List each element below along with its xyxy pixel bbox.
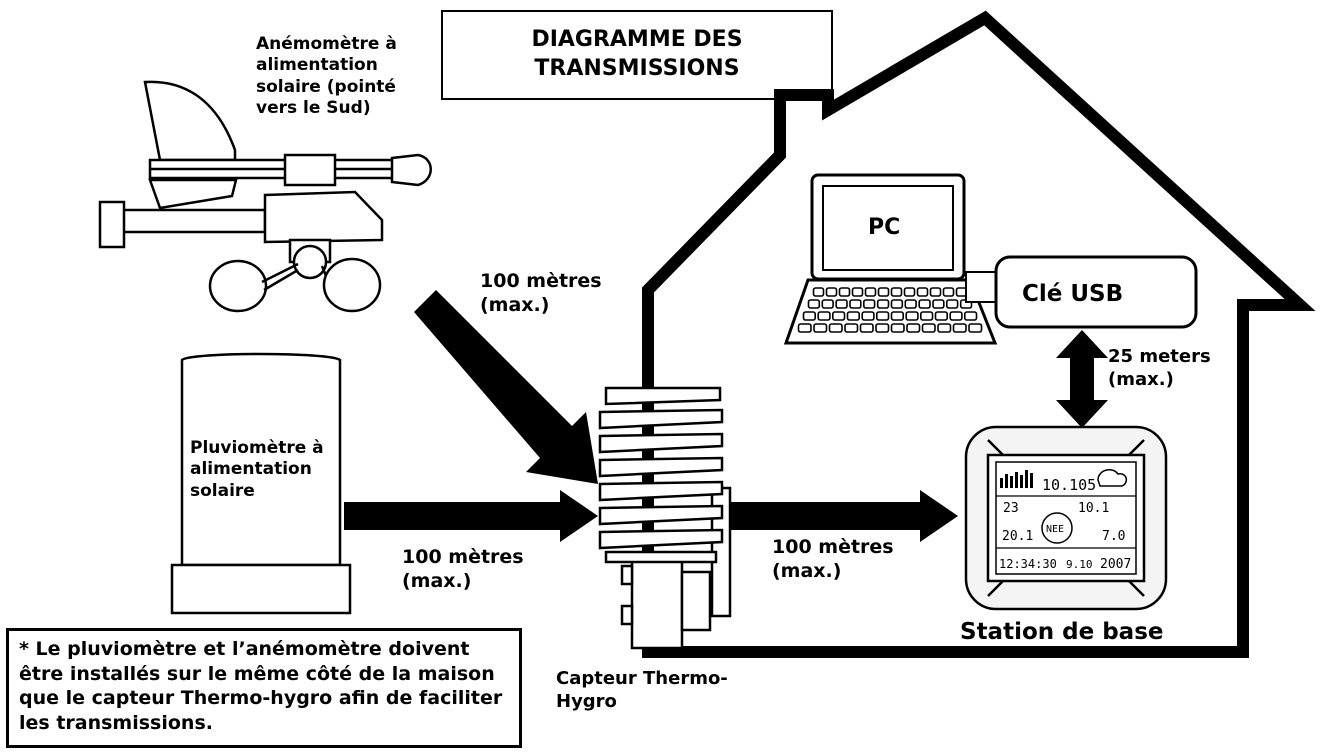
- keyboard-key: [919, 311, 934, 321]
- station-display-row2b: 10.1: [1078, 501, 1109, 516]
- keyboard-key: [812, 287, 825, 297]
- installation-note: * Le pluviomètre et l’anémomètre doivent…: [6, 628, 522, 748]
- keyboard-key: [864, 287, 877, 297]
- keyboard-key: [875, 311, 890, 321]
- station-display-year: 2007: [1100, 557, 1131, 572]
- keyboard-key: [934, 311, 948, 321]
- anemometer-label: Anémomètre à alimentation solaire (point…: [256, 34, 397, 118]
- station-display-clock: 12:34:30: [999, 557, 1057, 571]
- thermo-hygro-sensor-illustration: [598, 386, 732, 650]
- keyboard-key: [825, 287, 838, 297]
- rain-gauge-label: Pluviomètre à alimentation solaire: [190, 438, 324, 501]
- station-display-temp: 20.1: [1002, 529, 1033, 544]
- keyboard-key: [838, 287, 851, 297]
- diagram-title: DIAGRAMME DES TRANSMISSIONS: [531, 27, 743, 81]
- keyboard-key: [851, 287, 864, 297]
- arrow-sensor-to-base: [730, 490, 958, 542]
- keyboard-key: [862, 299, 876, 309]
- pc-label: PC: [868, 215, 901, 240]
- keyboard-key: [963, 311, 978, 321]
- keyboard-key: [949, 311, 963, 321]
- keyboard-key: [890, 299, 904, 309]
- keyboard-key: [831, 311, 846, 321]
- keyboard-key: [952, 323, 967, 333]
- keyboard-key: [968, 323, 983, 333]
- anemometer-illustration: [98, 80, 432, 313]
- keyboard-key: [859, 323, 874, 333]
- distance-base-label: 100 mètres (max.): [772, 536, 894, 582]
- arrow-usb-base-bidirectional: [1056, 330, 1108, 428]
- arrow-rain-to-sensor: [344, 490, 598, 542]
- keyboard-key: [929, 287, 942, 297]
- keyboard-key: [890, 287, 903, 297]
- keyboard-key: [797, 323, 812, 333]
- keyboard-key: [813, 323, 828, 333]
- station-display-temp2: 7.0: [1102, 529, 1125, 544]
- base-station-illustration: [964, 425, 1168, 611]
- station-display-wind: NEE: [1046, 524, 1064, 535]
- keyboard-key: [821, 299, 834, 309]
- keyboard-key: [844, 323, 859, 333]
- distance-rain-label: 100 mètres (max.): [402, 546, 524, 592]
- keyboard-key: [942, 287, 955, 297]
- rain-gauge-illustration: [170, 352, 352, 615]
- keyboard-key: [916, 287, 929, 297]
- usb-key-illustration: [965, 255, 1198, 329]
- keyboard-key: [846, 311, 860, 321]
- sensor-louvers: [598, 386, 724, 564]
- keyboard-key: [904, 299, 917, 309]
- keyboard-key: [875, 323, 890, 333]
- arrow-anemometer-to-sensor: [414, 290, 598, 484]
- station-bar-graph: [1000, 470, 1033, 488]
- house-outline: [642, 10, 1316, 658]
- keyboard-key: [849, 299, 862, 309]
- keyboard-key: [932, 299, 945, 309]
- keyboard-key: [835, 299, 848, 309]
- keyboard-key: [921, 323, 936, 333]
- usb-label: Clé USB: [1022, 281, 1124, 307]
- keyboard-key: [890, 311, 904, 321]
- station-display-row1: 10.105: [1042, 476, 1096, 494]
- distance-usb-label: 25 meters (max.): [1108, 346, 1211, 390]
- keyboard-key: [828, 323, 843, 333]
- keyboard-key: [906, 323, 921, 333]
- keyboard-key: [945, 299, 959, 309]
- diagram-title-box: DIAGRAMME DES TRANSMISSIONS: [441, 10, 833, 100]
- keyboard-key: [807, 299, 821, 309]
- base-station-label: Station de base: [960, 619, 1164, 645]
- keyboard-key: [903, 287, 916, 297]
- keyboard-key: [817, 311, 831, 321]
- keyboard-key: [877, 287, 890, 297]
- distance-anemometer-label: 100 mètres (max.): [480, 270, 602, 316]
- station-display-row2: 23: [1003, 501, 1019, 516]
- keyboard-key: [890, 323, 905, 333]
- keyboard-key: [918, 299, 931, 309]
- keyboard-key: [937, 323, 952, 333]
- keyboard-key: [861, 311, 875, 321]
- thermo-sensor-label: Capteur Thermo- Hygro: [556, 668, 728, 712]
- station-display-date: 9.10: [1066, 558, 1093, 571]
- keyboard-key: [905, 311, 919, 321]
- laptop-illustration: [783, 173, 998, 345]
- keyboard-key: [876, 299, 890, 309]
- keyboard-key: [802, 311, 816, 321]
